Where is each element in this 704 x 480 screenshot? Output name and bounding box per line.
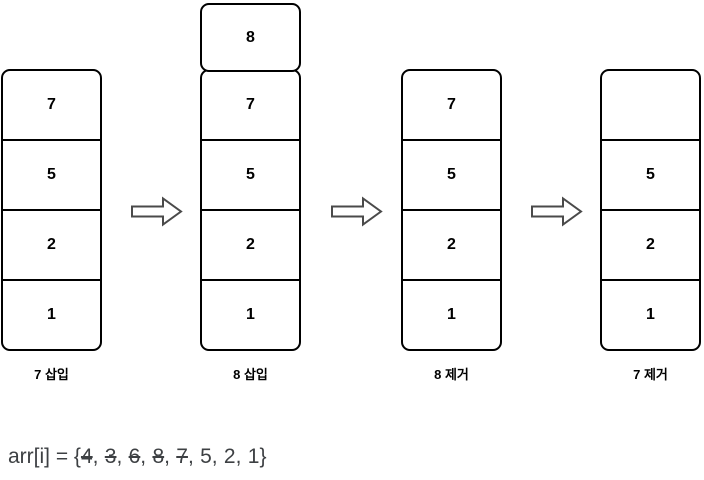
formula-separator: , [164,445,170,468]
stack-1-box: 7 5 2 1 [1,69,102,351]
formula-separator: , [187,445,194,468]
stack-state-1: 7 5 2 1 7 삽입 [1,0,102,420]
stack-cell: 1 [602,279,699,349]
formula-separator: , [211,445,218,468]
stack-state-2: 8 7 5 2 1 8 삽입 [200,0,301,420]
pushed-cell: 8 [200,3,301,72]
stack-cell: 2 [602,209,699,279]
stack-cell: 5 [3,139,100,209]
formula-value: 7 [176,445,188,468]
formula-value: 5 [200,445,212,468]
stack-cell: 1 [202,279,299,349]
stack-cell: 1 [403,279,500,349]
stack-cell: 2 [3,209,100,279]
formula-prefix: arr[i] = { [8,445,81,468]
array-formula: arr[i] = {4,3,6,8,7,5,2,1} [8,444,266,470]
right-arrow-icon [130,195,184,228]
formula-value: 2 [223,445,236,468]
stack-cell: 5 [403,139,500,209]
right-arrow-icon [330,195,384,228]
formula-separator: , [235,445,242,468]
stack-2-box: 7 5 2 1 [200,69,301,351]
stack-cell: 2 [202,209,299,279]
formula-separator: , [140,445,147,468]
stack-cell: 5 [202,139,299,209]
formula-value: 8 [152,445,165,468]
formula-value: 4 [80,445,93,468]
stack-4-box: 5 2 1 [600,69,701,351]
stack-2-label: 8 삽입 [233,367,268,382]
stack-cell: 2 [403,209,500,279]
stack-4-label: 7 제거 [633,367,668,382]
stack-state-4: 5 2 1 7 제거 [600,0,701,420]
stack-cell: 5 [602,139,699,209]
stack-cell: 7 [447,96,456,113]
stack-3-label: 8 제거 [434,367,469,382]
formula-separator: , [116,445,123,468]
stack-3-box: 7 5 2 1 [401,69,502,351]
stack-cell-empty [602,71,699,139]
stack-state-3: 7 5 2 1 8 제거 [401,0,502,420]
stack-cell: 7 [246,96,255,113]
stack-cell: 1 [3,279,100,349]
stack-1-label: 7 삽입 [34,367,69,382]
formula-value: 3 [104,445,117,468]
formula-value: 6 [128,445,141,468]
right-arrow-icon [530,195,584,228]
stack-cell: 7 [47,96,56,113]
formula-value: 1 [247,445,260,468]
formula-separator: , [92,445,99,468]
formula-suffix: } [259,445,267,468]
